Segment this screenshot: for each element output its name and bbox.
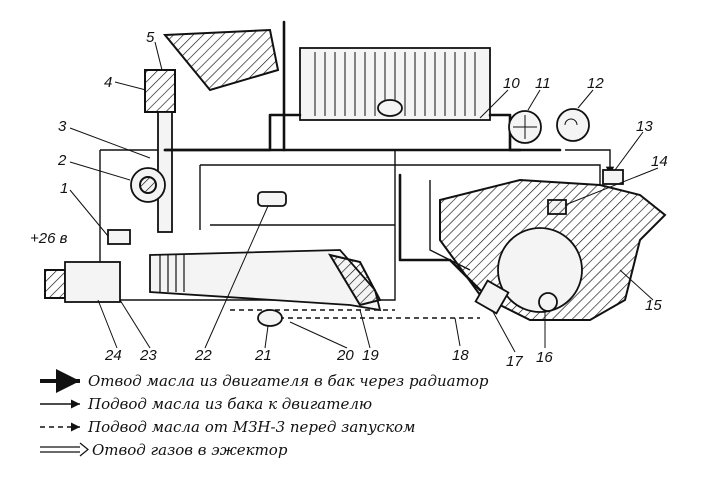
legend-item-supply: Подвод масла из бака к двигателю bbox=[40, 395, 372, 413]
legend-text-prestart: Подвод масла от МЗН-3 перед запуском bbox=[87, 418, 416, 436]
label-17: 17 bbox=[506, 353, 523, 370]
ejector-tube bbox=[149, 249, 382, 312]
label-16: 16 bbox=[536, 349, 553, 366]
voltage-label: +26 в bbox=[30, 230, 68, 247]
label-19: 19 bbox=[362, 347, 379, 364]
breather-cyclone bbox=[257, 191, 287, 207]
label-14: 14 bbox=[651, 153, 668, 170]
legend-text-return: Отвод масла из двигателя в бак через рад… bbox=[88, 372, 489, 390]
legend-text-supply: Подвод масла из бака к двигателю bbox=[87, 395, 372, 413]
label-10: 10 bbox=[503, 75, 520, 92]
legend-item-return: Отвод масла из двигателя в бак через рад… bbox=[40, 369, 489, 393]
oil-drain-pump bbox=[257, 309, 283, 327]
label-15: 15 bbox=[645, 297, 662, 314]
label-24: 24 bbox=[104, 347, 122, 364]
leader-lines bbox=[69, 41, 659, 353]
temperature-gauge bbox=[556, 108, 590, 142]
oil-filter bbox=[144, 69, 176, 233]
label-21: 21 bbox=[254, 347, 272, 364]
label-23: 23 bbox=[139, 347, 157, 364]
label-3: 3 bbox=[58, 118, 67, 135]
label-1: 1 bbox=[60, 180, 68, 197]
electric-heater bbox=[44, 261, 121, 303]
label-20: 20 bbox=[336, 347, 354, 364]
radiator bbox=[299, 47, 491, 121]
engine-oil-pump bbox=[474, 279, 510, 315]
label-22: 22 bbox=[194, 347, 212, 364]
air-intake bbox=[162, 28, 280, 92]
label-12: 12 bbox=[587, 75, 604, 92]
label-18: 18 bbox=[452, 347, 469, 364]
legend: Отвод масла из двигателя в бак через рад… bbox=[40, 369, 489, 459]
label-4: 4 bbox=[104, 74, 112, 91]
label-2: 2 bbox=[57, 152, 67, 169]
return-oil-lines bbox=[163, 20, 562, 292]
legend-text-gas: Отвод газов в эжектор bbox=[92, 441, 288, 459]
oil-pump bbox=[107, 167, 166, 245]
engine bbox=[439, 178, 667, 321]
pressure-gauge bbox=[508, 110, 542, 144]
pre-start-oil-lines bbox=[230, 309, 480, 319]
label-13: 13 bbox=[636, 118, 653, 135]
label-5: 5 bbox=[146, 29, 155, 46]
label-11: 11 bbox=[535, 75, 551, 92]
legend-item-gas: Отвод газов в эжектор bbox=[40, 441, 288, 459]
legend-item-prestart: Подвод масла от МЗН-3 перед запуском bbox=[40, 418, 416, 436]
